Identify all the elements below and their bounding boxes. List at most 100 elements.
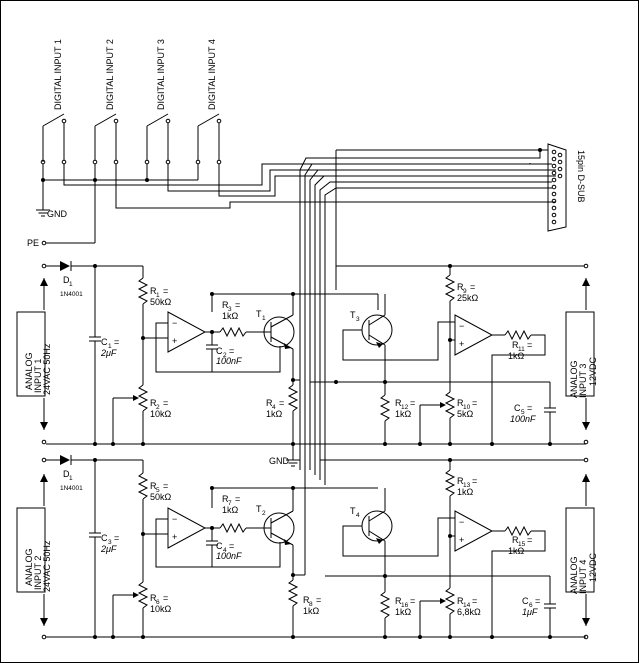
dsub-label: 15pin D-SUB xyxy=(576,150,586,203)
svg-text:=: = xyxy=(527,340,532,350)
source-3-line2: INPUT 3 xyxy=(578,364,588,398)
r5-name: R xyxy=(150,481,157,491)
r15-sub: 15 xyxy=(518,541,526,548)
r12-name: R xyxy=(395,398,402,408)
c6-name: C xyxy=(522,596,529,606)
c4-value: 100nF xyxy=(216,551,242,561)
r14-value: 6,8kΩ xyxy=(457,607,481,617)
svg-text:=: = xyxy=(229,346,234,356)
digital-input-2-label: DIGITAL INPUT 2 xyxy=(105,39,115,110)
c6-sub: 6 xyxy=(529,602,533,609)
opamp-3 xyxy=(454,314,494,356)
source-1-line2: INPUT 1 xyxy=(33,359,43,393)
r15-value: 1kΩ xyxy=(508,546,525,556)
r11-sub: 11 xyxy=(518,346,525,353)
r9-value: 25kΩ xyxy=(457,293,479,303)
c2-name: C xyxy=(216,346,223,356)
channel-right-lower: ANALOG INPUT 4 12VDC T 4 R 16 = 1kΩ R 13 xyxy=(320,457,598,640)
source-box-2 xyxy=(16,507,46,593)
c1-sub: 1 xyxy=(108,343,112,350)
svg-text:=: = xyxy=(163,481,168,491)
source-3-line3: 12VDC xyxy=(588,356,598,386)
svg-text:=: = xyxy=(235,494,240,504)
r2-name: R xyxy=(150,398,157,408)
r10-value: 5kΩ xyxy=(457,409,474,419)
source-2-line1: ANALOG xyxy=(24,548,34,586)
c1-name: C xyxy=(101,337,108,347)
source-3-line1: ANALOG xyxy=(569,360,579,398)
switch-4 xyxy=(195,113,222,165)
t4-sub: 4 xyxy=(356,512,360,519)
svg-text:−: − xyxy=(172,514,177,524)
r7-name: R xyxy=(222,494,229,504)
svg-text:=: = xyxy=(163,398,168,408)
r11-value: 1kΩ xyxy=(508,351,525,361)
digital-input-4-label: DIGITAL INPUT 4 xyxy=(207,39,217,110)
c5-name: C xyxy=(514,403,521,413)
pe-label: PE xyxy=(27,238,39,248)
r4-sub: 4 xyxy=(272,404,276,411)
r5-sub: 5 xyxy=(156,487,160,494)
svg-text:=: = xyxy=(114,533,119,543)
c2-value: 100nF xyxy=(216,356,242,366)
t1-name: T xyxy=(256,309,262,319)
source-4-line1: ANALOG xyxy=(569,556,579,594)
r6-value: 10kΩ xyxy=(150,604,172,614)
r12-value: 1kΩ xyxy=(395,409,412,419)
source-4-line2: INPUT 4 xyxy=(578,560,588,594)
c6-value: 1μF xyxy=(522,607,538,617)
svg-text:=: = xyxy=(527,403,532,413)
r1-value: 50kΩ xyxy=(150,297,172,307)
svg-text:=: = xyxy=(163,286,168,296)
c2-sub: 2 xyxy=(223,352,227,359)
r3-value: 1kΩ xyxy=(222,311,239,321)
source-2-line3: 24VAC 50Hz xyxy=(42,540,52,592)
digital-input-1-label: DIGITAL INPUT 1 xyxy=(53,39,63,110)
diode-2-name: D xyxy=(63,469,70,479)
svg-text:=: = xyxy=(470,282,475,292)
svg-text:=: = xyxy=(535,596,540,606)
r4-value: 1kΩ xyxy=(266,409,283,419)
r10-name: R xyxy=(457,398,464,408)
gnd-label-top: GND xyxy=(47,209,68,219)
svg-text:=: = xyxy=(472,596,477,606)
switch-2 xyxy=(92,113,119,165)
diode-1-name: D xyxy=(63,275,70,285)
svg-text:=: = xyxy=(229,541,234,551)
r8-sub: 8 xyxy=(309,601,313,608)
svg-text:+: + xyxy=(172,532,177,542)
t4-name: T xyxy=(350,506,356,516)
channel-left-lower: ANALOG INPUT 2 24VAC 50Hz D 1 1N4001 C 3… xyxy=(16,455,586,640)
svg-text:=: = xyxy=(410,596,415,606)
r13-name: R xyxy=(457,476,464,486)
r9-name: R xyxy=(457,282,464,292)
r16-name: R xyxy=(395,596,402,606)
diode-2-sub: 1 xyxy=(69,475,73,482)
r16-value: 1kΩ xyxy=(395,607,412,617)
diode-d1-upper xyxy=(60,261,70,271)
svg-text:=: = xyxy=(163,593,168,603)
r4-name: R xyxy=(266,398,273,408)
switch-3 xyxy=(144,113,171,165)
source-4-line3: 12VDC xyxy=(588,552,598,582)
r5-value: 50kΩ xyxy=(150,492,172,502)
svg-text:+: + xyxy=(459,339,464,349)
r1-sub: 1 xyxy=(156,292,160,299)
source-1-line3: 24VAC 50Hz xyxy=(42,343,52,395)
svg-text:+: + xyxy=(459,535,464,545)
t3-name: T xyxy=(350,310,356,320)
r6-sub: 6 xyxy=(156,599,160,606)
source-box-1 xyxy=(16,311,46,397)
svg-text:−: − xyxy=(172,318,177,328)
svg-text:+: + xyxy=(172,336,177,346)
svg-text:=: = xyxy=(527,535,532,545)
svg-text:=: = xyxy=(316,595,321,605)
diode-1-part: 1N4001 xyxy=(60,291,83,298)
r12-sub: 12 xyxy=(401,404,409,411)
diode-2-part: 1N4001 xyxy=(60,485,83,492)
r10-sub: 10 xyxy=(463,404,471,411)
diode-1-sub: 1 xyxy=(69,281,73,288)
svg-text:=: = xyxy=(472,476,477,486)
svg-text:=: = xyxy=(410,398,415,408)
